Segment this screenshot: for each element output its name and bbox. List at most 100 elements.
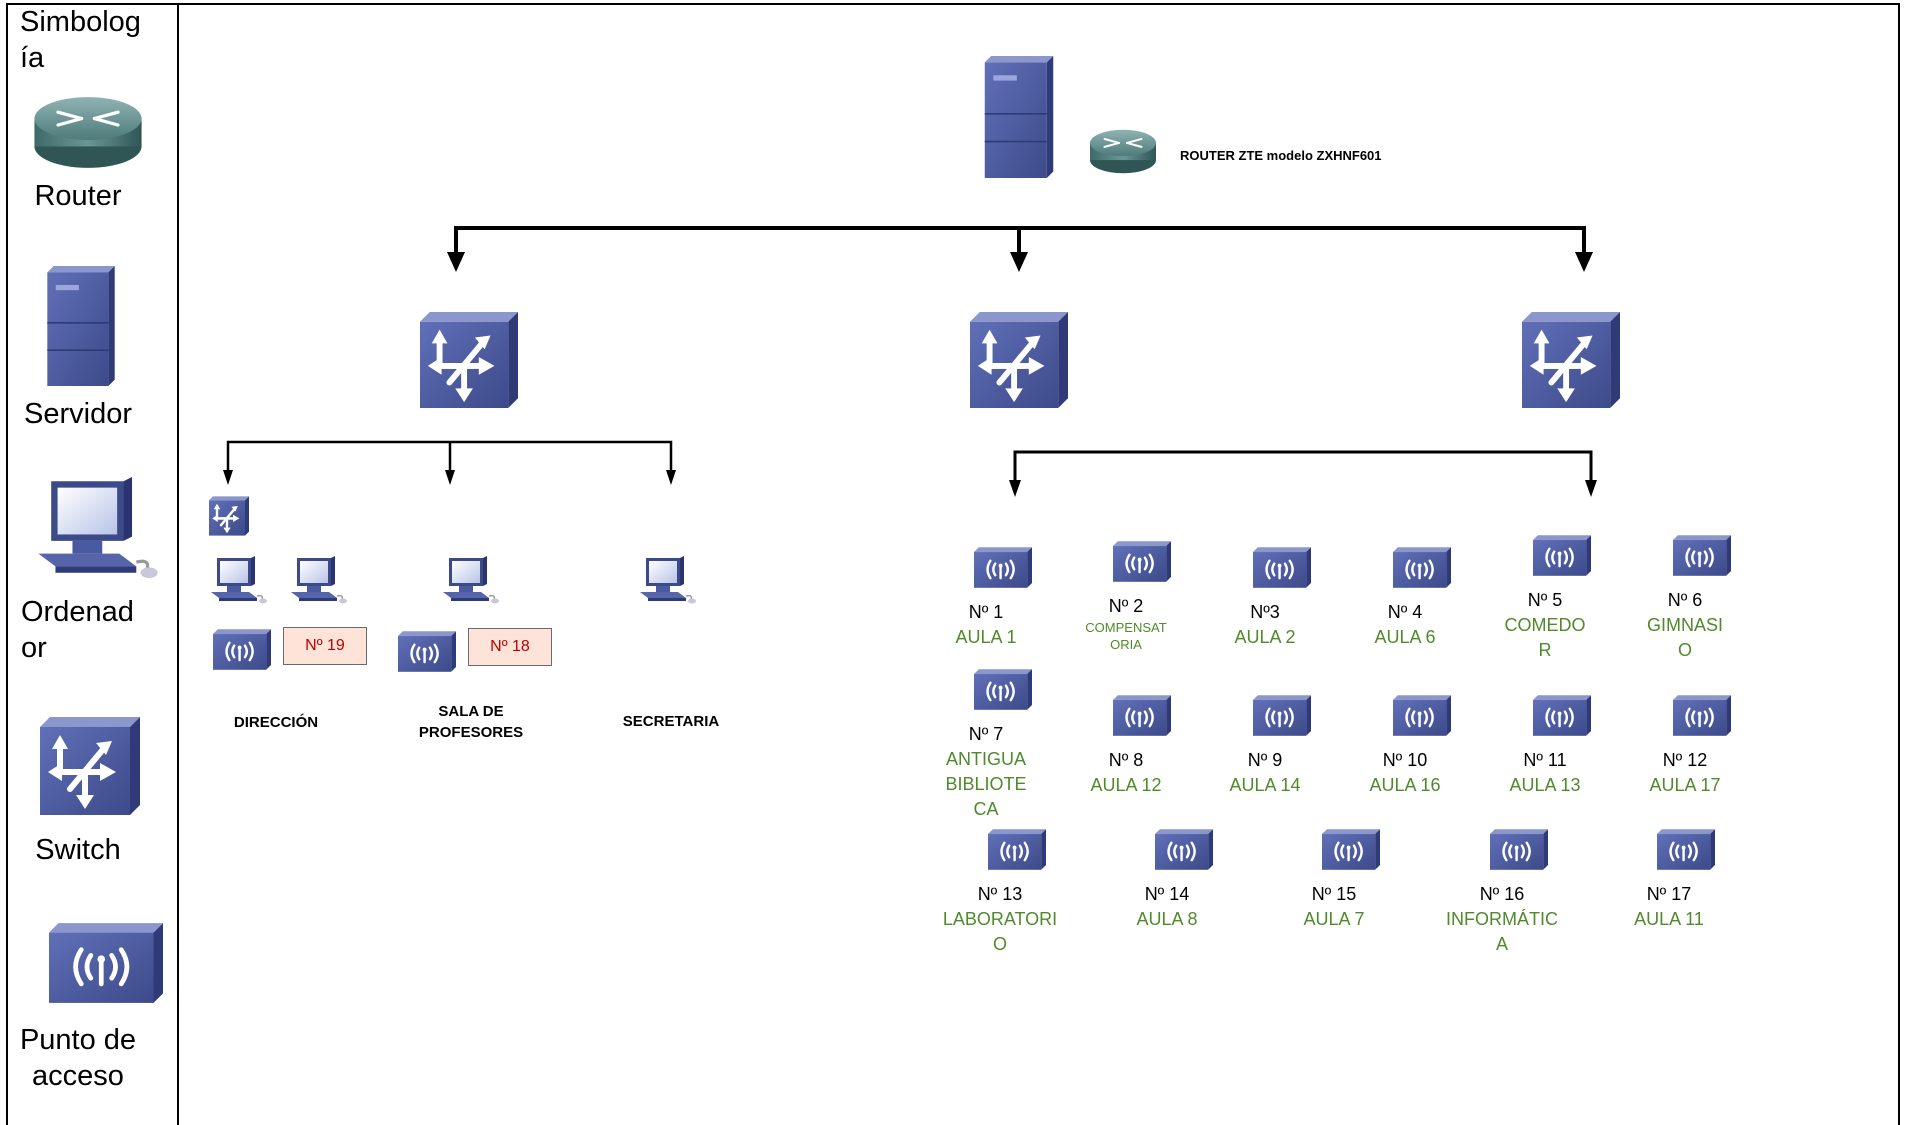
legend-title: Simbolog ía — [20, 4, 141, 76]
access-point-label: Nº 5 COMEDO R — [1475, 588, 1615, 663]
access-point-number: Nº 5 — [1527, 590, 1563, 610]
access-point-number: Nº 2 — [1108, 596, 1144, 616]
access-point-icon — [1531, 533, 1593, 578]
access-point-label: Nº 10 AULA 16 — [1335, 748, 1475, 798]
access-point-icon — [1320, 827, 1382, 872]
access-point-room: BIBLIOTE — [945, 774, 1027, 794]
computer-direccion-2 — [290, 555, 348, 605]
access-point-number: Nº 16 — [1479, 884, 1525, 904]
access-point-label: Nº 13 LABORATORI O — [930, 882, 1070, 957]
access-point-room: AULA 17 — [1649, 775, 1721, 795]
small-switch-icon — [207, 495, 251, 537]
access-point-icon — [1531, 693, 1593, 738]
access-point-room: COMPENSAT — [1085, 620, 1167, 635]
access-point-icon — [1153, 827, 1215, 872]
access-point-room: AULA 13 — [1509, 775, 1581, 795]
access-point-icon — [1671, 693, 1733, 738]
access-point-icon — [1671, 533, 1733, 578]
access-point-room: AULA 7 — [1303, 909, 1365, 929]
legend-computer-label: Ordenad or — [21, 594, 134, 666]
access-point-number: Nº 4 — [1387, 602, 1423, 622]
switch-left — [420, 310, 518, 410]
access-point-icon — [1111, 539, 1173, 584]
router-model-label: ROUTER ZTE modelo ZXHNF601 — [1180, 148, 1382, 163]
label-sala-line1: SALA DE — [438, 703, 504, 720]
access-point-icon — [1111, 693, 1173, 738]
access-point-room: ANTIGUA — [945, 749, 1026, 769]
access-point-icon — [972, 545, 1034, 590]
access-point-number: Nº 11 — [1523, 750, 1567, 770]
access-point-number: Nº 8 — [1108, 750, 1144, 770]
access-point-number: Nº 15 — [1311, 884, 1357, 904]
access-point-label: Nº 16 INFORMÁTIC A — [1432, 882, 1572, 957]
computer-direccion-1 — [210, 555, 268, 605]
access-point-18-tag: Nº 18 — [468, 628, 552, 666]
legend-computer-line2: or — [21, 632, 47, 664]
access-point-icon — [1251, 693, 1313, 738]
access-point-icon — [1251, 545, 1313, 590]
access-point-number: Nº 10 — [1382, 750, 1428, 770]
legend-divider — [177, 3, 179, 1125]
access-point-number: Nº 1 — [968, 602, 1004, 622]
access-point-label: Nº 1 AULA 1 — [916, 600, 1056, 650]
switch-center — [970, 310, 1068, 410]
access-point-label: Nº 4 AULA 6 — [1335, 600, 1475, 650]
label-sala-profesores: SALA DE PROFESORES — [411, 701, 531, 743]
access-point-room: GIMNASI — [1646, 615, 1723, 635]
access-point-room: ORIA — [1110, 637, 1142, 652]
access-point-number: Nº 14 — [1144, 884, 1190, 904]
access-point-room: LABORATORI — [942, 909, 1058, 929]
access-point-room: AULA 2 — [1234, 627, 1296, 647]
access-point-room: INFORMÁTIC — [1446, 909, 1558, 929]
access-point-icon — [1488, 827, 1550, 872]
access-point-label: Nº 8 AULA 12 — [1056, 748, 1196, 798]
computer-secretaria — [639, 555, 697, 605]
access-point-label: Nº 15 AULA 7 — [1264, 882, 1404, 932]
legend-title-line1: Simbolog — [20, 6, 141, 38]
access-point-room: O — [992, 934, 1007, 954]
access-point-room: AULA 6 — [1374, 627, 1436, 647]
access-point-room: AULA 12 — [1090, 775, 1162, 795]
access-point-room: AULA 8 — [1136, 909, 1198, 929]
legend-switch-label: Switch — [35, 834, 121, 866]
access-point-room: CA — [973, 799, 999, 819]
access-point-room: COMEDO — [1504, 615, 1586, 635]
legend-access-point-label: Punto de acceso — [18, 1022, 138, 1094]
access-point-19-icon — [211, 627, 273, 672]
legend-ap-line2: acceso — [32, 1060, 124, 1092]
access-point-number: Nº 6 — [1667, 590, 1703, 610]
access-point-icon — [986, 827, 1048, 872]
access-point-number: Nº 9 — [1247, 750, 1283, 770]
access-point-18-icon — [396, 629, 458, 674]
label-sala-line2: PROFESORES — [418, 724, 524, 741]
access-point-label: Nº 14 AULA 8 — [1097, 882, 1237, 932]
access-point-room: AULA 16 — [1369, 775, 1441, 795]
legend-ap-line1: Punto de — [19, 1024, 137, 1056]
access-point-number: Nº 17 — [1646, 884, 1692, 904]
access-point-room: R — [1538, 640, 1552, 660]
access-point-19-tag: Nº 19 — [283, 627, 367, 665]
diagram-frame — [6, 3, 1900, 1125]
access-point-room: AULA 11 — [1634, 909, 1704, 929]
access-point-label: Nº 17 AULA 11 — [1599, 882, 1739, 932]
access-point-room: A — [1495, 934, 1508, 954]
access-point-number: Nº 13 — [977, 884, 1023, 904]
computer-sala-profesores — [442, 555, 500, 605]
switch-right — [1522, 310, 1620, 410]
legend-title-line2: ía — [20, 42, 45, 74]
label-direccion: DIRECCIÓN — [233, 714, 319, 731]
access-point-label: Nº 9 AULA 14 — [1195, 748, 1335, 798]
access-point-label: Nº 11 AULA 13 — [1475, 748, 1615, 798]
access-point-icon — [1391, 545, 1453, 590]
label-secretaria: SECRETARIA — [622, 713, 720, 730]
legend-server-label: Servidor — [24, 398, 132, 430]
access-point-icon — [972, 667, 1034, 712]
access-point-room: AULA 1 — [955, 627, 1017, 647]
access-point-icon — [1391, 693, 1453, 738]
access-point-icon — [1655, 827, 1717, 872]
access-point-room: AULA 14 — [1229, 775, 1301, 795]
